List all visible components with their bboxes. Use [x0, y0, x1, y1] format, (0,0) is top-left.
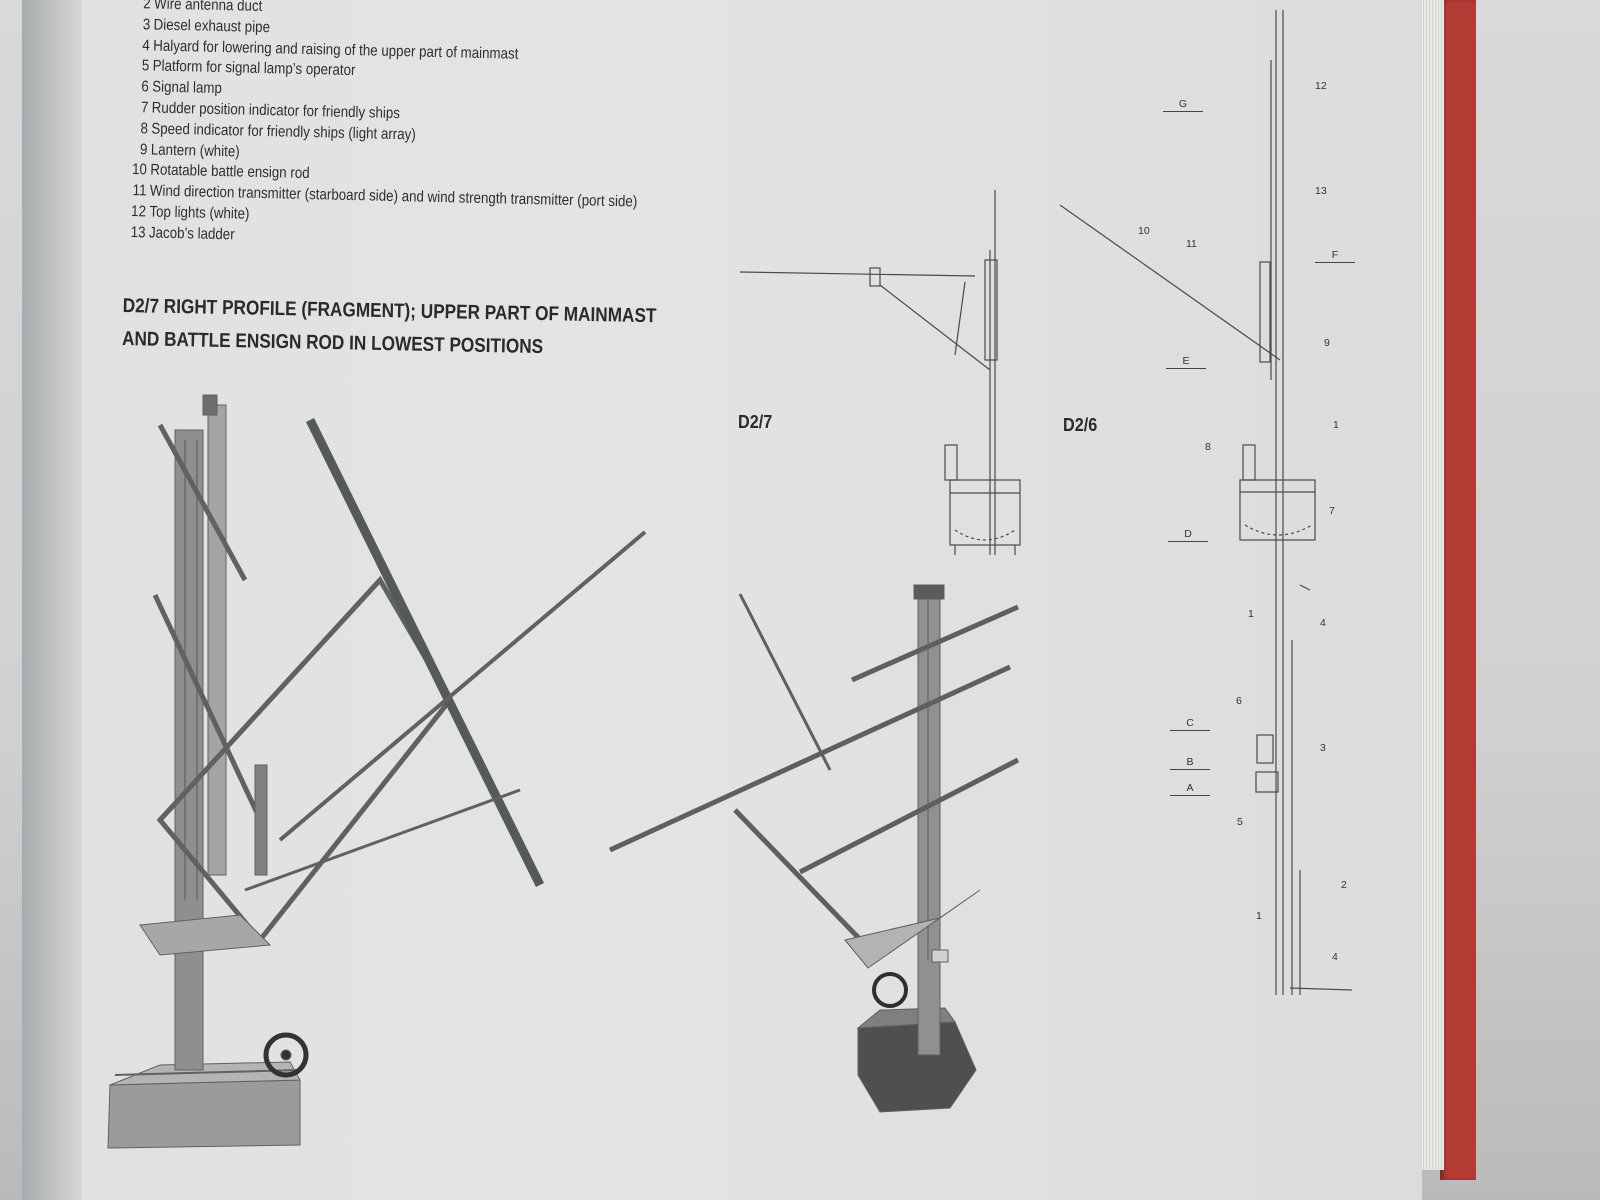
callout-1-mid: 1: [1248, 608, 1254, 620]
callout-9: 9: [1324, 337, 1330, 349]
mast-render-left: [107, 394, 647, 1149]
callout-4-low: 4: [1332, 951, 1338, 963]
callout-11: 11: [1186, 238, 1197, 250]
callout-2: 2: [1341, 879, 1347, 891]
page-stack-edge: [1418, 0, 1444, 1170]
level-mark-b: B: [1170, 756, 1210, 770]
callout-7: 7: [1329, 505, 1335, 517]
callout-1-low: 1: [1256, 910, 1262, 922]
level-mark-c: C: [1170, 717, 1210, 731]
figure-label-d26: D2/6: [1063, 415, 1098, 435]
callout-4-mid: 4: [1320, 617, 1326, 629]
callout-5: 5: [1237, 816, 1243, 828]
level-mark-e: E: [1166, 355, 1206, 369]
level-mark-f: F: [1315, 249, 1355, 263]
callout-1-top: 1: [1333, 419, 1339, 431]
callout-10: 10: [1138, 225, 1150, 237]
d26-line-drawing: [1059, 10, 1353, 995]
callout-8: 8: [1205, 441, 1211, 453]
book-cover-edge: [1440, 0, 1476, 1180]
callout-12: 12: [1315, 80, 1327, 92]
figure-label-d27: D2/7: [738, 412, 773, 432]
page-gutter: [22, 0, 82, 1200]
level-mark-a: A: [1170, 782, 1210, 796]
callout-13: 13: [1315, 185, 1327, 197]
d27-line-drawing: [739, 190, 1021, 555]
level-mark-d: D: [1168, 528, 1208, 542]
callout-6: 6: [1236, 695, 1242, 707]
level-mark-g: G: [1163, 98, 1203, 112]
mast-render-middle: [608, 584, 1020, 1113]
callout-3: 3: [1320, 742, 1326, 754]
